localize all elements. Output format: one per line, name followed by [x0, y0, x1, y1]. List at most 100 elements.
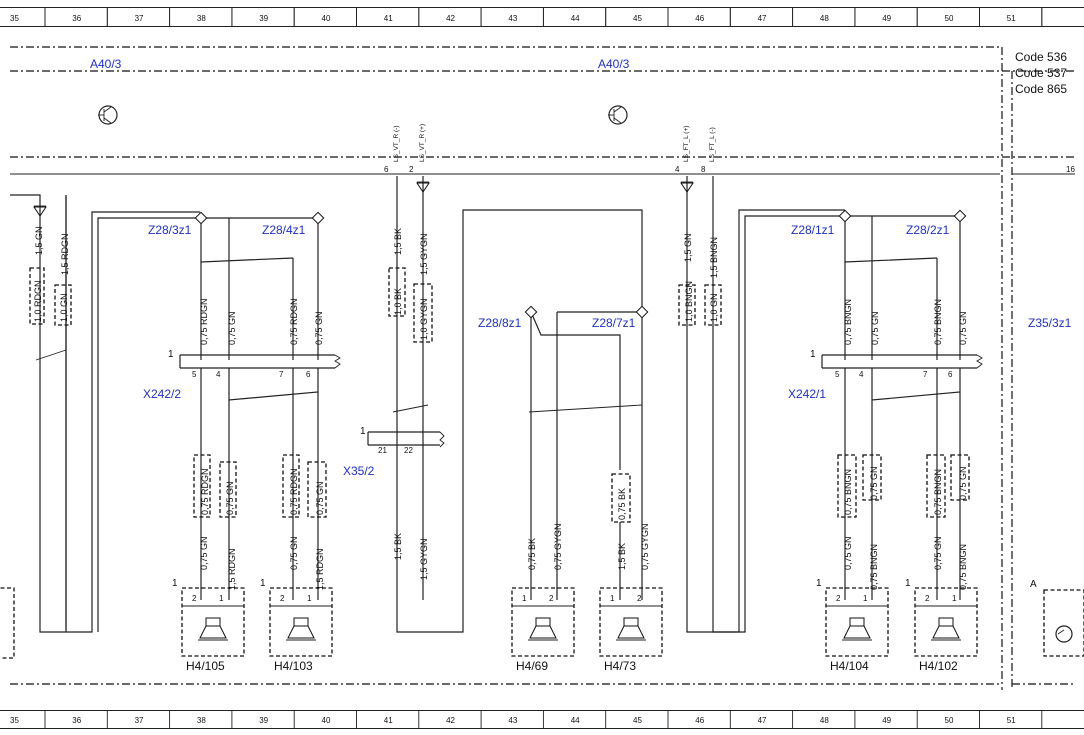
connector-label: X242/2	[143, 387, 181, 401]
connector-ref: 1	[168, 349, 174, 360]
wire-label: 0,75 GN	[869, 466, 879, 500]
transistor-icon	[608, 105, 628, 125]
wire-label: 0,75 GN	[289, 536, 299, 570]
ruler-number: 39	[259, 14, 268, 23]
ruler-number: 40	[322, 14, 331, 23]
wire-label: 0,75 GN	[958, 311, 968, 345]
wire-label: 0,75 GN	[958, 466, 968, 500]
speaker-pin: 1	[522, 594, 527, 603]
splice-label: Z28/3z1	[148, 223, 192, 237]
connector-label: X242/1	[788, 387, 826, 401]
module-pin: 4	[675, 165, 680, 174]
ruler-number: 47	[758, 716, 767, 725]
speaker-icon	[528, 617, 558, 641]
ruler-number: 49	[882, 716, 891, 725]
module-label-a40-3-right: A40/3	[598, 57, 630, 71]
speaker-icon	[842, 617, 872, 641]
speaker-pin: 2	[549, 594, 554, 603]
wire-label: 1,5 GN	[34, 226, 44, 255]
speaker-label: H4/105	[186, 659, 225, 673]
wire-label: 0,75 GN	[314, 311, 324, 345]
connector-pin: 6	[306, 370, 311, 379]
splice-label: Z28/4z1	[262, 223, 306, 237]
wire-label: 1,0 BK	[393, 288, 403, 315]
ruler-number: 38	[197, 716, 206, 725]
speaker-pin: 2	[192, 594, 197, 603]
code-865: Code 865	[1015, 82, 1067, 96]
module-label-a40-3-left: A40/3	[90, 57, 122, 71]
speaker-label: H4/102	[919, 659, 958, 673]
speaker-label: H4/69	[516, 659, 548, 673]
ruler-number: 49	[882, 14, 891, 23]
wire-label: 1,0 GN	[709, 293, 719, 322]
signal-label: LS_FT_L (-)	[709, 127, 716, 162]
speaker-icon	[286, 617, 316, 641]
wire-label: 0,75 BNGN	[843, 299, 853, 345]
wire-label: 0,75 BNGN	[843, 469, 853, 515]
ruler-number: 43	[508, 716, 517, 725]
ruler-number: 46	[695, 14, 704, 23]
wire-label: 0,75 GN	[933, 536, 943, 570]
wire-label: 1,5 GN	[683, 233, 693, 262]
speaker-icon	[931, 617, 961, 641]
connector-pin: 4	[216, 370, 221, 379]
connector-label: X35/2	[343, 464, 375, 478]
speaker-label: H4/73	[604, 659, 636, 673]
wire-label: 1,0 BNGN	[684, 281, 694, 322]
wire-label: 1,5 GYGN	[419, 538, 429, 580]
connector-ref: 1	[360, 426, 366, 437]
signal-label: LS_FT_L (+)	[683, 126, 690, 162]
wire-label: 0,75 RDGN	[200, 468, 210, 515]
ruler-number: 43	[508, 14, 517, 23]
left-group	[10, 194, 341, 633]
ruler-number: 48	[820, 14, 829, 23]
ruler-number: 35	[10, 716, 19, 725]
speaker-icon	[198, 617, 228, 641]
ruler-number: 50	[945, 716, 954, 725]
ruler-number: 45	[633, 14, 642, 23]
code-537: Code 537	[1015, 66, 1067, 80]
wire-label: 1,5 BK	[617, 543, 627, 570]
wire-label: 0,75 GN	[843, 536, 853, 570]
wire-label: 0,75 GN	[225, 481, 235, 515]
speaker-label: H4/103	[274, 659, 313, 673]
module-ref: A	[1030, 579, 1037, 590]
ruler-number: 39	[259, 716, 268, 725]
wire-label: 0,75 RDGN	[289, 468, 299, 515]
wire-label: 0,75 GN	[199, 536, 209, 570]
speaker-pin: 1	[219, 594, 224, 603]
speaker-pin: 2	[280, 594, 285, 603]
signal-label: LS_VT_R (-)	[393, 126, 400, 162]
ruler-number: 47	[758, 14, 767, 23]
wire-label: 0,75 BNGN	[869, 544, 879, 590]
ruler-number: 51	[1007, 14, 1016, 23]
speaker-pin: 1	[307, 594, 312, 603]
ruler-number: 40	[322, 716, 331, 725]
speaker-pin: 2	[925, 594, 930, 603]
center-group	[367, 176, 649, 633]
ruler-number: 42	[446, 716, 455, 725]
wire-label: 0,75 RDGN	[199, 298, 209, 345]
splice-label: Z28/7z1	[592, 316, 636, 330]
wire-label: 0,75 BNGN	[933, 469, 943, 515]
ruler-number: 50	[945, 14, 954, 23]
ruler-number: 44	[571, 716, 580, 725]
ruler-number: 45	[633, 716, 642, 725]
module-pin: 2	[409, 165, 414, 174]
code-536: Code 536	[1015, 50, 1067, 64]
transistor-icon	[98, 105, 118, 125]
speaker-ref: 1	[905, 578, 911, 589]
speaker-pin: 1	[952, 594, 957, 603]
wire-label: 0,75 BNGN	[933, 299, 943, 345]
ruler-number: 46	[695, 716, 704, 725]
connector-pin: 7	[279, 370, 284, 379]
splice-label: Z28/2z1	[906, 223, 950, 237]
wire-label: 1,0 GYGN	[419, 298, 429, 340]
wire-label: 1,0 RDGN	[33, 280, 43, 322]
ruler-number: 41	[384, 716, 393, 725]
connector-pin: 7	[923, 370, 928, 379]
